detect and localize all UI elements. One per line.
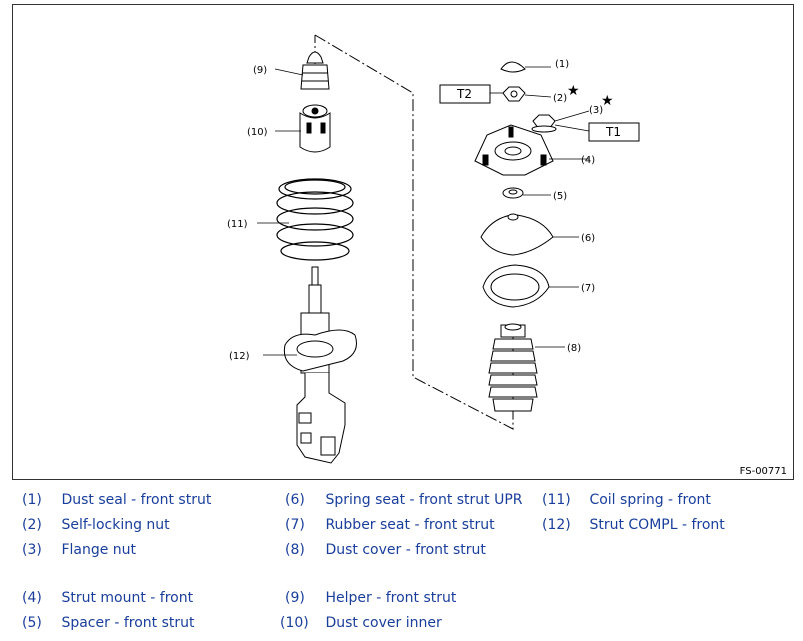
legend-label: Coil spring - front [589, 492, 711, 508]
helper-part [300, 51, 330, 90]
coil-spring-part [276, 178, 354, 261]
legend-number: (1) [22, 492, 42, 508]
legend-item: (4) Strut mount - front [22, 590, 193, 606]
callout-8: (8) [567, 343, 581, 354]
figure-code: FS-00771 [739, 466, 787, 477]
legend-item: (10) Dust cover inner [280, 615, 442, 631]
callout-5: (5) [553, 191, 567, 202]
callout-7: (7) [581, 283, 595, 294]
torque-label-t2: T2 [456, 87, 472, 101]
callout-2: (2) [553, 93, 567, 104]
legend-label: Spring seat - front strut UPR [325, 492, 523, 508]
dust-cover-inner-part [299, 104, 331, 153]
star-mark-flange: ★ [601, 93, 614, 109]
legend-number: (12) [542, 517, 571, 533]
callout-10: (10) [247, 127, 268, 138]
legend-label: Strut COMPL - front [589, 517, 725, 533]
strut-assembly-part [283, 266, 357, 464]
callout-12: (12) [229, 351, 250, 362]
legend-label: Dust cover inner [325, 615, 442, 631]
strut-mount-part [474, 124, 554, 176]
self-locking-nut-part [502, 86, 526, 102]
legend-number: (2) [22, 517, 42, 533]
callout-11: (11) [227, 219, 248, 230]
legend-item: (3) Flange nut [22, 542, 136, 558]
legend-label: Helper - front strut [325, 590, 457, 606]
legend-item: (9) Helper - front strut [285, 590, 456, 606]
legend-number: (7) [285, 517, 305, 533]
legend-number: (6) [285, 492, 305, 508]
legend-number: (10) [280, 615, 309, 631]
legend-label: Self-locking nut [61, 517, 170, 533]
legend-item: (1) Dust seal - front strut [22, 492, 211, 508]
legend-item: (6) Spring seat - front strut UPR [285, 492, 523, 508]
legend-number: (5) [22, 615, 42, 631]
torque-label-t1: T1 [605, 125, 621, 139]
callout-6: (6) [581, 233, 595, 244]
legend-number: (8) [285, 542, 305, 558]
legend-number: (3) [22, 542, 42, 558]
legend-item: (11) Coil spring - front [542, 492, 711, 508]
legend-label: Dust seal - front strut [61, 492, 212, 508]
torque-box-t1 [588, 122, 640, 142]
legend-number: (9) [285, 590, 305, 606]
assembly-axis-line [314, 34, 514, 430]
flange-nut-part [531, 114, 557, 133]
legend-label: Spacer - front strut [61, 615, 195, 631]
leader-lines [257, 66, 590, 356]
torque-box-t2 [439, 84, 491, 104]
legend-label: Rubber seat - front strut [325, 517, 495, 533]
legend-item: (2) Self-locking nut [22, 517, 170, 533]
spacer-part [502, 187, 524, 199]
legend-item: (5) Spacer - front strut [22, 615, 194, 631]
star-mark-nut: ★ [567, 83, 580, 99]
legend-number: (11) [542, 492, 571, 508]
callout-1: (1) [555, 59, 569, 70]
callout-9: (9) [253, 65, 267, 76]
legend-label: Dust cover - front strut [325, 542, 486, 558]
dust-cover-part [488, 323, 538, 412]
legend-number: (4) [22, 590, 42, 606]
legend-item: (12) Strut COMPL - front [542, 517, 725, 533]
exploded-strut-diagram: (9) (10) (11) (12) (1) (2) (3) (4) (5) (… [227, 34, 640, 464]
callout-4: (4) [581, 155, 595, 166]
diagram-frame: (9) (10) (11) (12) (1) (2) (3) (4) (5) (… [12, 4, 794, 480]
callout-3: (3) [589, 105, 603, 116]
dust-seal-part [500, 61, 526, 73]
legend-item: (8) Dust cover - front strut [285, 542, 486, 558]
rubber-seat-part [482, 264, 550, 308]
spring-seat-part [480, 213, 554, 256]
legend-item: (7) Rubber seat - front strut [285, 517, 495, 533]
legend-label: Strut mount - front [61, 590, 194, 606]
legend-label: Flange nut [61, 542, 137, 558]
